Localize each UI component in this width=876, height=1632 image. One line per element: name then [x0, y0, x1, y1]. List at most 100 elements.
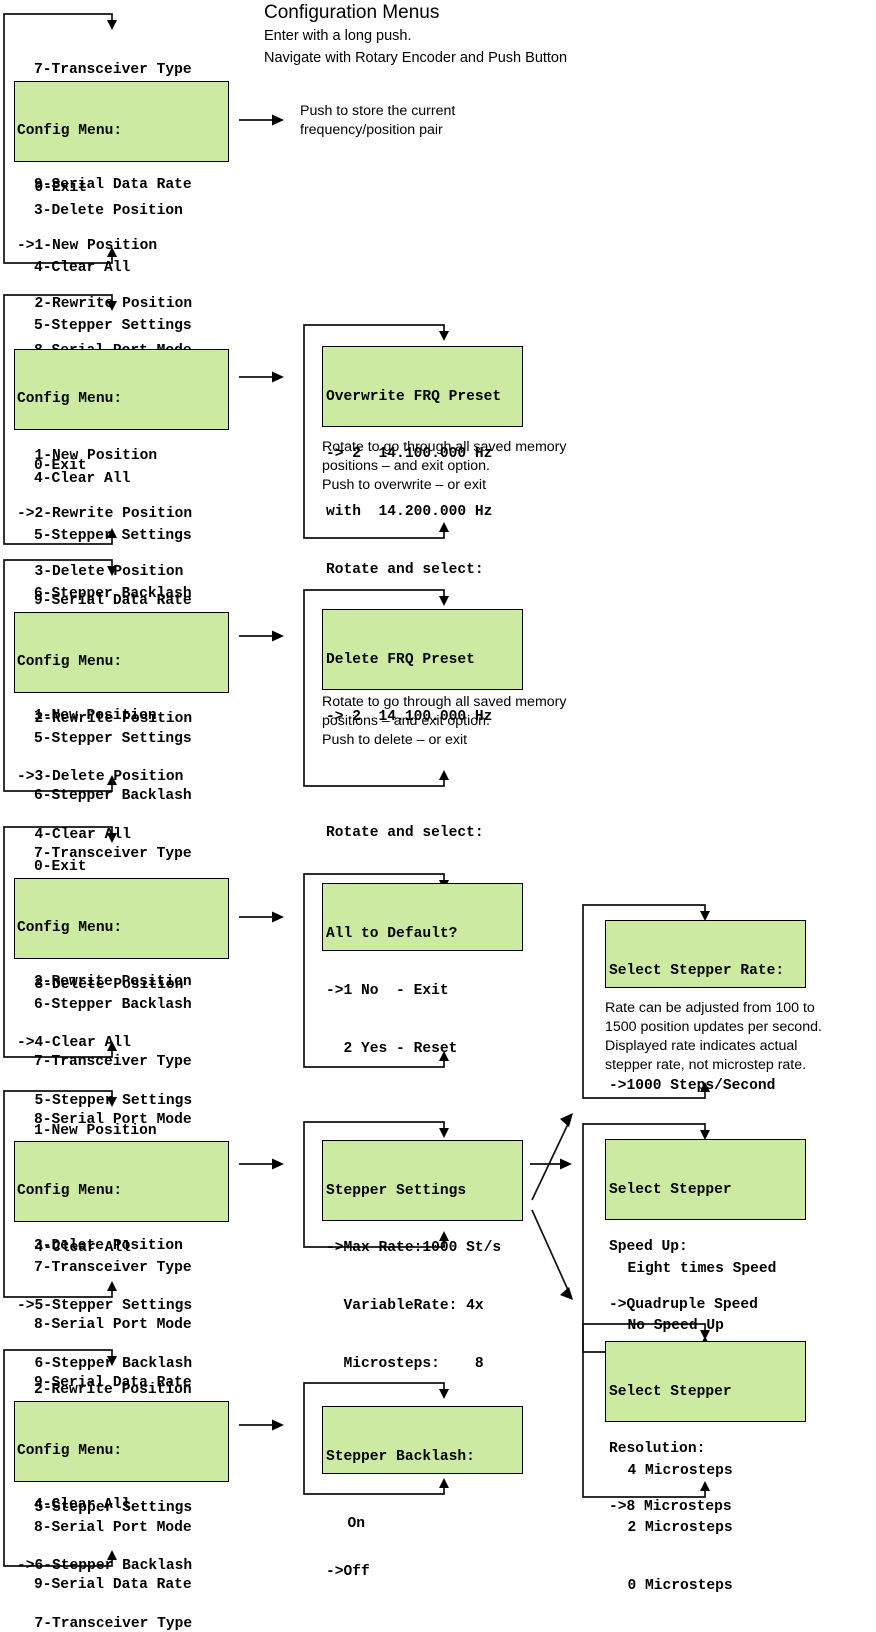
- menu-row[interactable]: 9-Serial Data Rate: [34, 1577, 192, 1594]
- menu-list-below-6: 8-Serial Port Mode 9-Serial Data Rate 0-…: [14, 1480, 192, 1632]
- lcd-row-selected[interactable]: ->3-Delete Position: [17, 769, 184, 786]
- lcd-row[interactable]: 3-Delete Position: [17, 977, 184, 994]
- menu-row[interactable]: 8-Serial Port Mode: [34, 1317, 192, 1334]
- lcd-row[interactable]: 2-Rewrite Position: [17, 296, 193, 313]
- panel-row-selected[interactable]: ->1 No - Exit: [326, 983, 449, 1000]
- lcd-window-rewrite-position[interactable]: Config Menu: 1-New Position ->2-Rewrite …: [14, 349, 229, 580]
- caption-delete-1: Rotate to go through all saved memory po…: [322, 693, 622, 731]
- lcd-window-clear-all[interactable]: Config Menu: 3-Delete Position ->4-Clear…: [14, 878, 229, 1109]
- panel-row[interactable]: Microsteps: 8: [326, 1356, 484, 1373]
- menu-row[interactable]: 7-Transceiver Type: [34, 61, 192, 78]
- panel-row-title: Delete FRQ Preset: [326, 651, 475, 668]
- lcd-row[interactable]: 2-Rewrite Position: [17, 711, 193, 728]
- menu-row[interactable]: 7-Transceiver Type: [34, 846, 192, 863]
- menu-row[interactable]: 7-Transceiver Type: [34, 1054, 192, 1071]
- caption-new-position: Push to store the current frequency/posi…: [300, 102, 560, 140]
- menu-row[interactable]: 1-New Position: [34, 1122, 157, 1139]
- lcd-row[interactable]: 7-Transceiver Type: [17, 1616, 193, 1632]
- menu-row[interactable]: 5-Stepper Settings: [34, 318, 192, 335]
- lcd-row-selected[interactable]: ->6-Stepper Backlash: [17, 1558, 193, 1575]
- option-row[interactable]: 0 Microsteps: [610, 1578, 733, 1595]
- menu-row[interactable]: 8-Serial Port Mode: [34, 1112, 192, 1129]
- panel-select-stepper-rate[interactable]: Select Stepper Rate: ->1000 Steps/Second: [605, 920, 806, 1094]
- option-row[interactable]: No Speed Up: [610, 1318, 724, 1335]
- panel-row-title: Speed Up:: [609, 1239, 688, 1256]
- menu-row[interactable]: 8-Serial Port Mode: [34, 1519, 192, 1536]
- lcd-row[interactable]: 4-Clear All: [17, 827, 131, 844]
- lcd-row[interactable]: 4-Clear All: [17, 1240, 131, 1257]
- menu-row[interactable]: 5-Stepper Settings: [34, 730, 192, 747]
- lcd-row[interactable]: 5-Stepper Settings: [17, 1093, 193, 1110]
- panel-row-selected[interactable]: ->Quadruple Speed: [609, 1297, 758, 1314]
- caption-line: frequency/position pair: [300, 122, 443, 138]
- lcd-row[interactable]: 0-Exit: [17, 180, 88, 197]
- lcd-row: Config Menu:: [17, 390, 123, 407]
- menu-row[interactable]: 3-Delete Position: [34, 1238, 183, 1255]
- menu-row[interactable]: 0-Exit: [34, 858, 87, 875]
- menu-row[interactable]: 6-Stepper Backlash: [34, 788, 192, 805]
- menu-row[interactable]: 9-Serial Data Rate: [34, 1375, 192, 1392]
- panel-row-selected[interactable]: ->Max Rate:1000 St/s: [326, 1240, 502, 1257]
- lcd-row[interactable]: 5-Stepper Settings: [17, 1500, 193, 1517]
- lcd-row[interactable]: 3-Delete Position: [17, 564, 184, 581]
- caption-line: positions – and exit option.: [322, 713, 490, 729]
- menu-row[interactable]: 4-Clear All: [34, 470, 131, 487]
- panel-row[interactable]: VariableRate: 4x: [326, 1298, 484, 1315]
- panel-row-title: Resolution:: [609, 1441, 706, 1458]
- menu-row[interactable]: 0-Exit: [34, 458, 87, 475]
- menu-row[interactable]: 6-Stepper Backlash: [34, 996, 192, 1013]
- panel-row: [326, 766, 519, 785]
- lcd-row-selected[interactable]: ->1-New Position: [17, 238, 158, 255]
- menu-list-below-5: 7-Transceiver Type 8-Serial Port Mode 9-…: [14, 1220, 192, 1490]
- panel-row-selected[interactable]: -> 2 14.100.000 Hz: [326, 446, 493, 463]
- options-resolution: 4 Microsteps 2 Microsteps 0 Microsteps: [610, 1423, 733, 1632]
- option-row[interactable]: On: [330, 1515, 366, 1532]
- caption-line: Rotate to go through all saved memory: [322, 439, 567, 455]
- lcd-window-stepper-settings[interactable]: Config Menu: 4-Clear All ->5-Stepper Set…: [14, 1141, 229, 1372]
- caption-line: Rotate to go through all saved memory: [322, 694, 567, 710]
- menu-row[interactable]: 6-Stepper Backlash: [34, 586, 192, 603]
- menu-row[interactable]: 2-Rewrite Position: [34, 974, 192, 991]
- menu-row[interactable]: 4-Clear All: [34, 260, 131, 277]
- menu-row[interactable]: 7-Transceiver Type: [34, 1259, 192, 1276]
- lcd-row[interactable]: 6-Stepper Backlash: [17, 1356, 193, 1373]
- panel-row-selected[interactable]: ->1000 Steps/Second: [609, 1078, 776, 1095]
- panel-select-stepper-resolution[interactable]: Select Stepper Resolution: ->8 Microstep…: [605, 1341, 806, 1515]
- lcd-window-stepper-backlash[interactable]: Config Menu: 5-Stepper Settings ->6-Step…: [14, 1401, 229, 1632]
- panel-delete-frq-preset[interactable]: Delete FRQ Preset -> 2 14.100.000 Hz Rot…: [322, 609, 523, 841]
- lcd-row-selected[interactable]: ->4-Clear All: [17, 1035, 131, 1052]
- panel-row-prompt: Rotate and select:: [326, 825, 484, 842]
- panel-stepper-settings[interactable]: Stepper Settings ->Max Rate:1000 St/s Va…: [322, 1140, 523, 1372]
- panel-row-selected[interactable]: ->8 Microsteps: [609, 1499, 732, 1516]
- panel-row[interactable]: 2 Yes - Reset: [326, 1041, 458, 1058]
- menu-row[interactable]: 4-Clear All: [34, 1497, 131, 1514]
- lcd-window-new-position[interactable]: Config Menu: 0-Exit ->1-New Position 2-R…: [14, 81, 229, 312]
- lcd-row[interactable]: 1-New Position: [17, 448, 158, 465]
- menu-row[interactable]: 3-Delete Position: [34, 202, 183, 219]
- menu-row[interactable]: 9-Serial Data Rate: [34, 592, 192, 609]
- lcd-row: Config Menu:: [17, 653, 123, 670]
- lcd-window-delete-position[interactable]: Config Menu: 2-Rewrite Position ->3-Dele…: [14, 612, 229, 843]
- option-row[interactable]: Eight times Speed: [610, 1260, 777, 1277]
- lcd-row: Config Menu:: [17, 919, 123, 936]
- panel-row-selected[interactable]: ->Off: [326, 1564, 370, 1581]
- caption-line: Push to delete – or exit: [322, 732, 468, 748]
- option-row[interactable]: 2 Microsteps: [610, 1520, 733, 1537]
- lcd-row-selected[interactable]: ->5-Stepper Settings: [17, 1298, 193, 1315]
- panel-row-selected[interactable]: -> 2 14.100.000 Hz: [326, 709, 493, 726]
- caption-line: Push to store the current: [300, 103, 456, 119]
- caption-line: Displayed rate indicates actual: [605, 1038, 798, 1054]
- menu-row[interactable]: 9-Serial Data Rate: [34, 177, 192, 194]
- panel-stepper-backlash[interactable]: Stepper Backlash: ->Off: [322, 1406, 523, 1580]
- panel-overwrite-frq-preset[interactable]: Overwrite FRQ Preset -> 2 14.100.000 Hz …: [322, 346, 523, 578]
- menu-row[interactable]: 2-Rewrite Position: [34, 1381, 192, 1398]
- lcd-row-selected[interactable]: ->2-Rewrite Position: [17, 506, 193, 523]
- panel-select-stepper-speed-up[interactable]: Select Stepper Speed Up: ->Quadruple Spe…: [605, 1139, 806, 1313]
- caption-line: 1500 position updates per second.: [605, 1019, 822, 1035]
- panel-all-to-default[interactable]: All to Default? ->1 No - Exit 2 Yes - Re…: [322, 883, 523, 1057]
- menu-row[interactable]: 5-Stepper Settings: [34, 528, 192, 545]
- panel-row-title: Overwrite FRQ Preset: [326, 388, 502, 405]
- option-row[interactable]: 4 Microsteps: [610, 1462, 733, 1479]
- menu-row[interactable]: 1-New Position: [34, 708, 157, 725]
- panel-row-title: Stepper Settings: [326, 1182, 467, 1199]
